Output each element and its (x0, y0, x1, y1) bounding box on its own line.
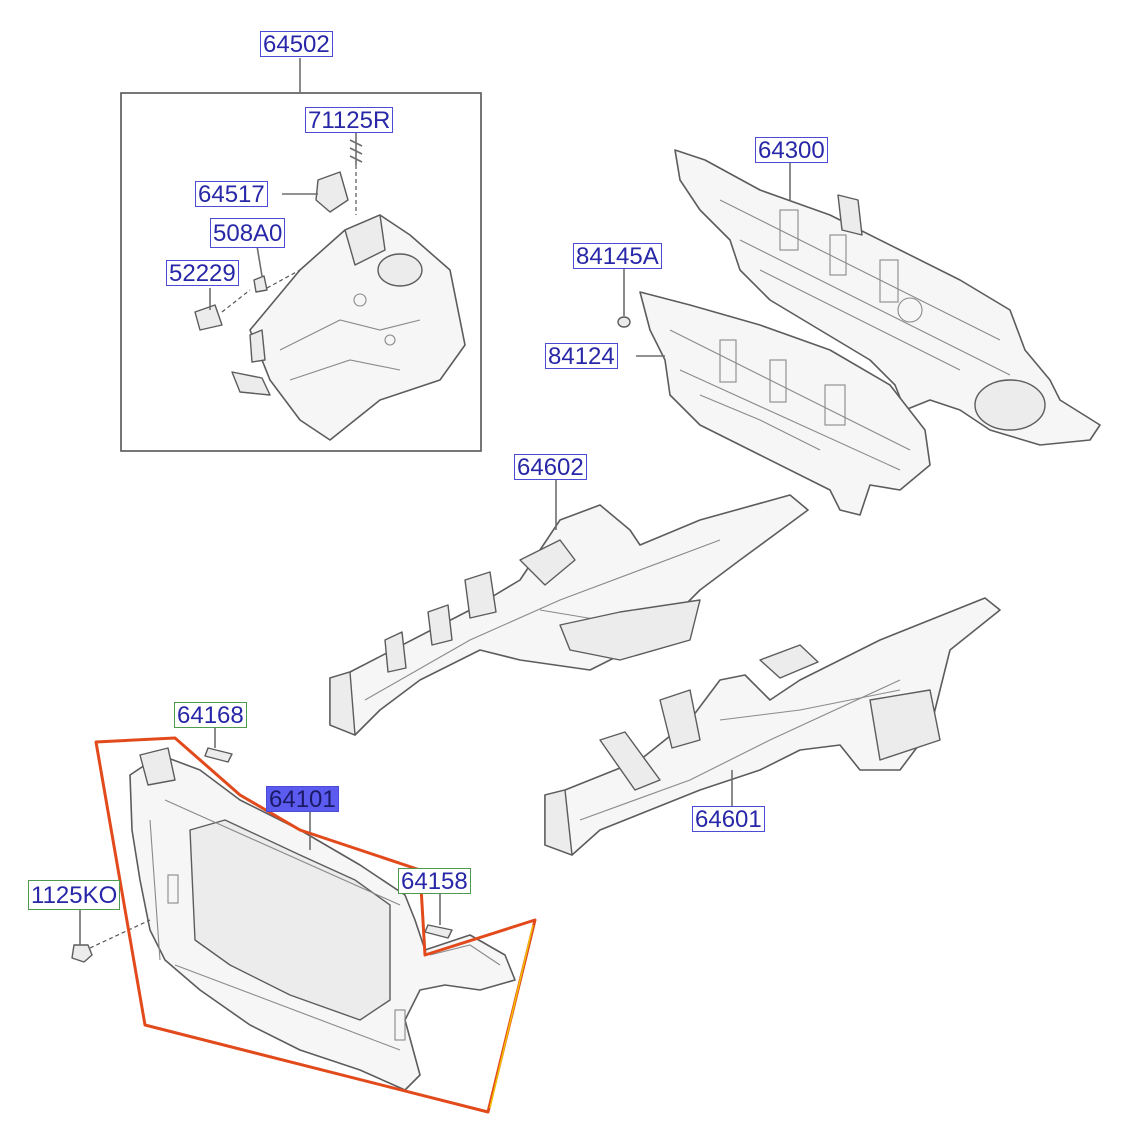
part-label-64517[interactable]: 64517 (195, 181, 268, 208)
side-member-left-part (329, 494, 809, 736)
highlight-outline (94, 736, 537, 1114)
dash-insulator-part (639, 291, 931, 516)
bolt-71125r-part (349, 135, 363, 165)
assembly-frame (120, 92, 482, 452)
part-label-64168[interactable]: 64168 (174, 702, 247, 729)
bracket-64517-part (315, 171, 349, 213)
part-label-64101[interactable]: 64101 (266, 786, 339, 813)
part-label-64602[interactable]: 64602 (514, 454, 587, 481)
part-label-64502[interactable]: 64502 (260, 31, 333, 58)
part-label-64601[interactable]: 64601 (692, 806, 765, 833)
grommet-84145a-part (617, 316, 631, 328)
fender-apron-part (231, 214, 466, 441)
part-label-84124[interactable]: 84124 (545, 343, 618, 370)
part-label-1125ko[interactable]: 1125KO (28, 880, 121, 910)
part-label-52229[interactable]: 52229 (166, 260, 239, 287)
part-label-508a0[interactable]: 508A0 (210, 218, 286, 248)
part-label-64158[interactable]: 64158 (398, 868, 471, 895)
side-member-right-part (544, 597, 1001, 856)
part-label-64300[interactable]: 64300 (755, 137, 828, 164)
radiator-support-part (129, 747, 516, 1091)
clip-52229-part (194, 304, 223, 331)
bracket-64168-part (204, 747, 233, 763)
part-label-84145a[interactable]: 84145A (573, 243, 662, 270)
bracket-64158-part (424, 924, 453, 939)
bolt-1125ko-part (71, 944, 93, 963)
dash-panel-upper-part (674, 149, 1101, 446)
part-label-71125r[interactable]: 71125R (305, 107, 394, 134)
